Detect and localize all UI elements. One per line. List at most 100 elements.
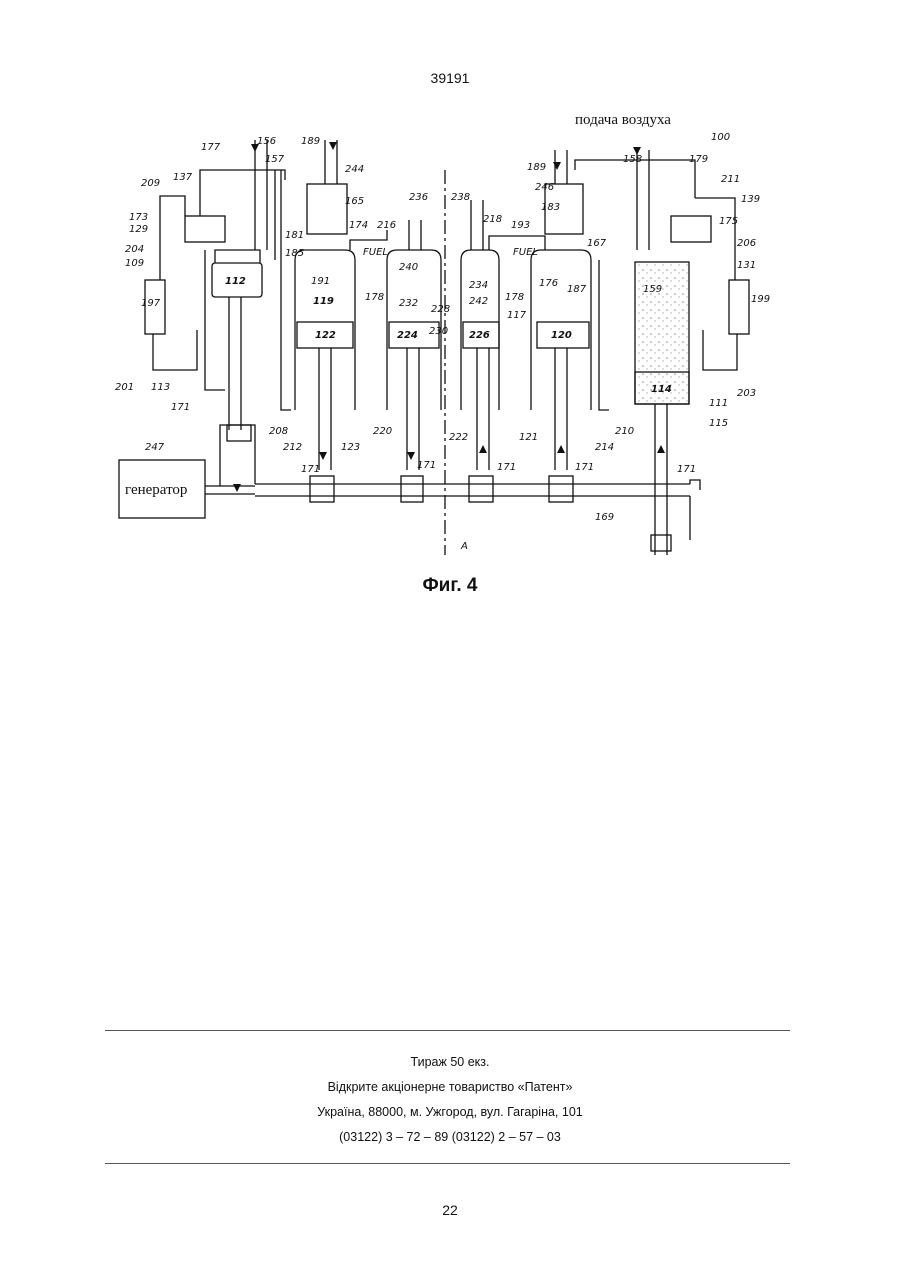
ref-171-d: 171 bbox=[497, 462, 516, 473]
ref-187: 187 bbox=[567, 284, 587, 295]
ref-210: 210 bbox=[615, 426, 634, 437]
ref-112: 112 bbox=[225, 276, 246, 287]
ref-117: 117 bbox=[507, 310, 527, 321]
ref-240: 240 bbox=[399, 262, 418, 273]
ref-111: 111 bbox=[709, 398, 728, 409]
ref-171-e: 171 bbox=[575, 462, 594, 473]
ref-201: 201 bbox=[115, 382, 134, 393]
ref-216: 216 bbox=[377, 220, 396, 231]
footer-divider-top bbox=[105, 1030, 790, 1031]
ref-234: 234 bbox=[469, 280, 488, 291]
ref-242: 242 bbox=[469, 296, 488, 307]
ref-228: 228 bbox=[431, 304, 450, 315]
imprint-block: Тираж 50 екз. Відкрите акціонерне товари… bbox=[0, 1050, 900, 1150]
patent-number: 39191 bbox=[0, 70, 900, 86]
page-number: 22 bbox=[0, 1202, 900, 1218]
ref-244: 244 bbox=[345, 164, 364, 175]
ref-204: 204 bbox=[125, 244, 144, 255]
ref-236: 236 bbox=[409, 192, 428, 203]
phones: (03122) 3 – 72 – 89 (03122) 2 – 57 – 03 bbox=[0, 1125, 900, 1150]
ref-109: 109 bbox=[125, 258, 144, 269]
ref-230: 230 bbox=[429, 326, 448, 337]
ref-176: 176 bbox=[539, 278, 558, 289]
ref-165: 165 bbox=[345, 196, 364, 207]
ref-177: 177 bbox=[201, 142, 221, 153]
ref-115: 115 bbox=[709, 418, 728, 429]
ref-197: 197 bbox=[141, 298, 161, 309]
ref-189-left: 189 bbox=[301, 136, 320, 147]
valve-block-139 bbox=[671, 216, 711, 242]
ref-169: 169 bbox=[595, 512, 614, 523]
ref-173: 173 bbox=[129, 212, 148, 223]
ref-120: 120 bbox=[551, 330, 572, 341]
chamber-244 bbox=[307, 184, 347, 234]
pipe-113 bbox=[205, 250, 225, 390]
ref-247: 247 bbox=[145, 442, 165, 453]
ref-226: 226 bbox=[469, 330, 490, 341]
ref-218: 218 bbox=[483, 214, 502, 225]
ref-203: 203 bbox=[737, 388, 756, 399]
ref-121: 121 bbox=[519, 432, 538, 443]
ref-209: 209 bbox=[141, 178, 160, 189]
ref-156: 156 bbox=[257, 136, 276, 147]
ref-214: 214 bbox=[595, 442, 614, 453]
ref-171-b: 171 bbox=[301, 464, 320, 475]
recuperator-199 bbox=[729, 280, 749, 334]
footer-divider-bottom bbox=[105, 1163, 790, 1164]
figure-caption: Фиг. 4 bbox=[0, 575, 900, 597]
ref-123: 123 bbox=[341, 442, 360, 453]
ref-122: 122 bbox=[315, 330, 336, 341]
ref-179: 179 bbox=[689, 154, 708, 165]
ref-113: 113 bbox=[151, 382, 170, 393]
pipe-211 bbox=[695, 198, 735, 280]
ref-181: 181 bbox=[285, 230, 304, 241]
ref-232: 232 bbox=[399, 298, 418, 309]
air-supply-label: подача воздуха bbox=[575, 112, 671, 128]
ref-238: 238 bbox=[451, 192, 470, 203]
ref-171-left: 171 bbox=[171, 402, 190, 413]
fuel-label-right: FUEL bbox=[513, 247, 538, 258]
ref-224: 224 bbox=[397, 330, 418, 341]
ref-208: 208 bbox=[269, 426, 288, 437]
ref-100: 100 bbox=[711, 132, 730, 143]
ref-222: 222 bbox=[449, 432, 468, 443]
ref-157: 157 bbox=[265, 154, 285, 165]
ref-246: 246 bbox=[535, 182, 554, 193]
ref-158: 158 bbox=[623, 154, 642, 165]
ref-212: 212 bbox=[283, 442, 302, 453]
ref-167: 167 bbox=[587, 238, 607, 249]
circulation: Тираж 50 екз. bbox=[0, 1050, 900, 1075]
ref-174: 174 bbox=[349, 220, 368, 231]
ref-171-c: 171 bbox=[417, 460, 436, 471]
ref-131: 131 bbox=[737, 260, 756, 271]
pipe-209 bbox=[160, 196, 185, 280]
ref-199: 199 bbox=[751, 294, 770, 305]
ref-183: 183 bbox=[541, 202, 560, 213]
address: Україна, 88000, м. Ужгород, вул. Гагарін… bbox=[0, 1100, 900, 1125]
ref-206: 206 bbox=[737, 238, 756, 249]
pipe-177 bbox=[200, 170, 285, 216]
patent-figure-4: подача воздуха генератор FUEL FUEL A 100… bbox=[105, 100, 795, 570]
ref-175: 175 bbox=[719, 216, 738, 227]
ref-211: 211 bbox=[721, 174, 740, 185]
ref-114: 114 bbox=[651, 384, 672, 395]
ref-178-right: 178 bbox=[505, 292, 524, 303]
ref-129: 129 bbox=[129, 224, 148, 235]
ref-220: 220 bbox=[373, 426, 392, 437]
pipe-203 bbox=[703, 330, 737, 370]
publisher: Відкрите акціонерне товариство «Патент» bbox=[0, 1075, 900, 1100]
ref-159: 159 bbox=[643, 284, 662, 295]
ref-191: 191 bbox=[311, 276, 330, 287]
ref-171-f: 171 bbox=[677, 464, 696, 475]
ref-189-right: 189 bbox=[527, 162, 546, 173]
ref-178-left: 178 bbox=[365, 292, 384, 303]
ref-193: 193 bbox=[511, 220, 530, 231]
ref-185: 185 bbox=[285, 248, 304, 259]
pipe-201 bbox=[153, 330, 197, 370]
valve-block-137 bbox=[185, 216, 225, 242]
ref-139: 139 bbox=[741, 194, 760, 205]
axis-label: A bbox=[460, 541, 468, 552]
generator-label: генератор bbox=[125, 482, 187, 498]
fuel-label-left: FUEL bbox=[363, 247, 388, 258]
ref-137: 137 bbox=[173, 172, 193, 183]
